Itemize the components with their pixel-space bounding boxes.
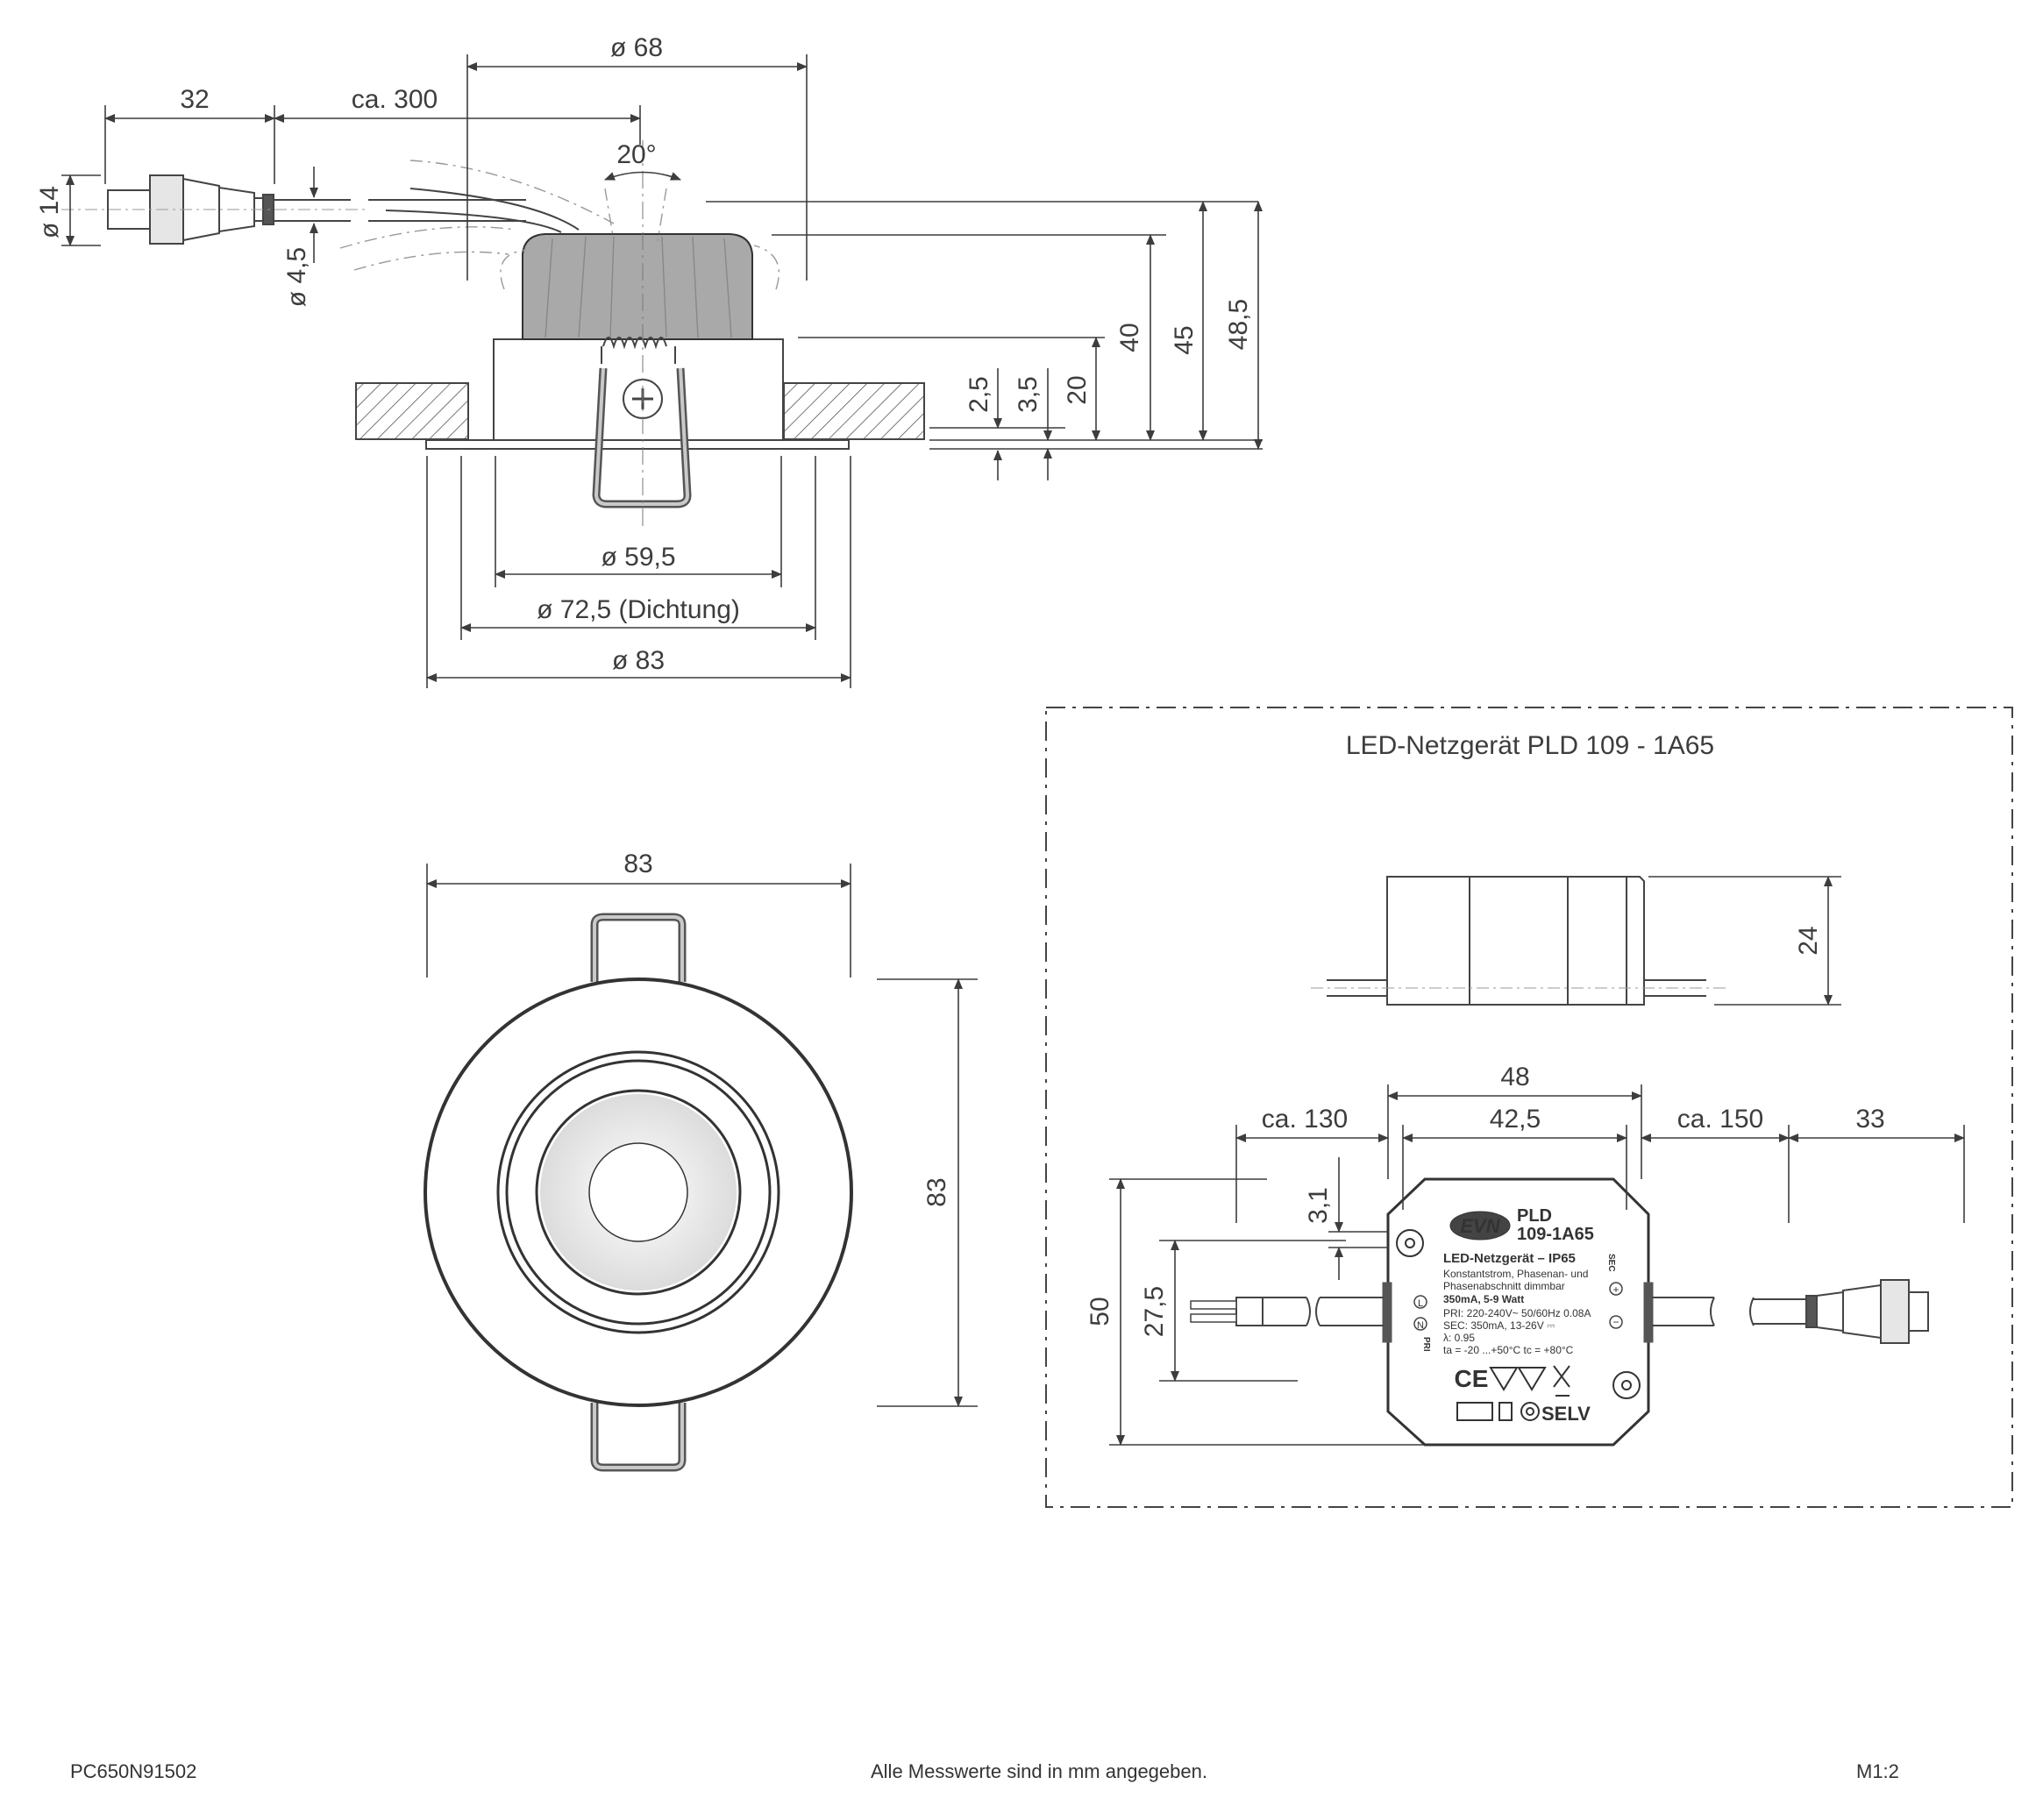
dim-h-3-5: 3,5 (1014, 376, 1043, 413)
model-line2: 109-1A65 (1517, 1225, 1594, 1244)
top-clip (590, 913, 687, 982)
brand-logo-text: EVN (1460, 1215, 1500, 1237)
weee-bin-icon (1553, 1365, 1570, 1397)
model-line1: PLD (1517, 1206, 1552, 1226)
ceiling-right (783, 382, 925, 440)
dim-len-32: 32 (180, 85, 209, 114)
side-view-dimensions (61, 54, 1263, 688)
label-lambda: λ: 0.95 (1443, 1332, 1475, 1344)
terminal-l: L (1418, 1298, 1423, 1309)
psu-top-dimensions (1109, 1084, 1965, 1446)
dim-h-20: 20 (1063, 375, 1092, 404)
terminal-minus: − (1612, 1316, 1619, 1328)
dim-h-2-5: 2,5 (965, 376, 993, 413)
side-view-labels: ø 68 32 ca. 300 20° ø 14 ø 4,5 48,5 45 4… (35, 33, 1253, 675)
top-view-dimensions (426, 864, 978, 1407)
label-heading: LED-Netzgerät – IP65 (1443, 1251, 1576, 1266)
label-pri-side: PRI (1421, 1337, 1431, 1352)
measurement-note: Alle Messwerte sind in mm angegeben. (871, 1760, 1207, 1782)
label-sec-side: SEC (1606, 1254, 1616, 1272)
dim-height-83: 83 (922, 1177, 951, 1206)
top-view (424, 913, 853, 1472)
flange (425, 439, 850, 450)
label-rating: 350mA, 5-9 Watt (1443, 1293, 1524, 1305)
dim-h-40: 40 (1115, 323, 1144, 352)
side-view (339, 140, 925, 526)
label-desc2: Phasenabschnitt dimmbar (1443, 1280, 1565, 1292)
psu-cables (1190, 1279, 1929, 1344)
evn-logo (1449, 1211, 1511, 1241)
heatsink-housing (522, 233, 753, 340)
dim-dia-83: ø 83 (612, 646, 665, 675)
dim-psu-ca-130: ca. 130 (1262, 1105, 1348, 1134)
scale-note: M1:2 (1856, 1760, 1899, 1782)
psu-octagon-drawn (1382, 1177, 1654, 1447)
label-desc1: Konstantstrom, Phasenan- und (1443, 1268, 1588, 1280)
terminal-plus: + (1612, 1283, 1619, 1296)
dim-psu-h-50: 50 (1086, 1297, 1114, 1326)
dim-h-48-5: 48,5 (1224, 299, 1253, 350)
label-pri: PRI: 220-240V~ 50/60Hz 0.08A (1443, 1307, 1591, 1319)
class-icon (1498, 1402, 1513, 1421)
dim-angle-20: 20° (616, 140, 656, 169)
dim-psu-ca-150: ca. 150 (1677, 1105, 1763, 1134)
dim-dia-14: ø 14 (35, 186, 64, 238)
dim-dia-68: ø 68 (610, 33, 663, 62)
dim-dia-59-5: ø 59,5 (601, 543, 675, 572)
power-supply-frame (1045, 707, 2013, 1508)
label-sec: SEC: 350mA, 13-26V ⎓ (1443, 1319, 1555, 1332)
dim-psu-h-3-1: 3,1 (1304, 1187, 1333, 1224)
dim-width-83: 83 (623, 850, 652, 878)
ceiling-left (355, 382, 469, 440)
dim-ca-300: ca. 300 (352, 85, 438, 114)
label-temps: ta = -20 ...+50°C tc = +80°C (1443, 1344, 1574, 1356)
psu-octagon-polygon (1386, 1177, 1650, 1447)
selv-mark: SELV (1541, 1403, 1591, 1425)
dim-dia-72-5: ø 72,5 (Dichtung) (537, 595, 740, 624)
top-view-labels: 83 83 (623, 850, 951, 1207)
terminal-n: N (1417, 1320, 1424, 1331)
dim-psu-h-24: 24 (1794, 926, 1823, 955)
spring (601, 337, 676, 364)
ce-mark: CE (1455, 1365, 1489, 1392)
dimmer-icon (1456, 1402, 1493, 1421)
drawing-code: PC650N91502 (70, 1760, 197, 1782)
dim-dia-4-5: ø 4,5 (282, 247, 311, 307)
psu-label: EVN PLD 109-1A65 LED-Netzgerät – IP65 Ko… (1413, 1206, 1623, 1425)
selv-circle-icon (1520, 1402, 1540, 1421)
dim-psu-w-42-5: 42,5 (1490, 1105, 1541, 1134)
bottom-clip (590, 1403, 687, 1472)
mm-mark-icon (1489, 1367, 1547, 1391)
cable-connector (61, 174, 526, 245)
psu-top-labels: 48 42,5 ca. 130 ca. 150 33 50 27,5 3,1 (1086, 1063, 1885, 1337)
psu-side-view (1311, 876, 1727, 1006)
psu-side-dimensions (1648, 876, 1841, 1006)
cable-lower (385, 210, 562, 233)
power-supply-title: LED-Netzgerät PLD 109 - 1A65 (1346, 731, 1714, 760)
cable-upper (409, 188, 580, 231)
dim-h-45: 45 (1170, 325, 1199, 354)
dim-psu-w-48: 48 (1500, 1063, 1529, 1091)
dim-psu-len-33: 33 (1855, 1105, 1884, 1134)
dim-psu-h-27-5: 27,5 (1140, 1286, 1169, 1337)
